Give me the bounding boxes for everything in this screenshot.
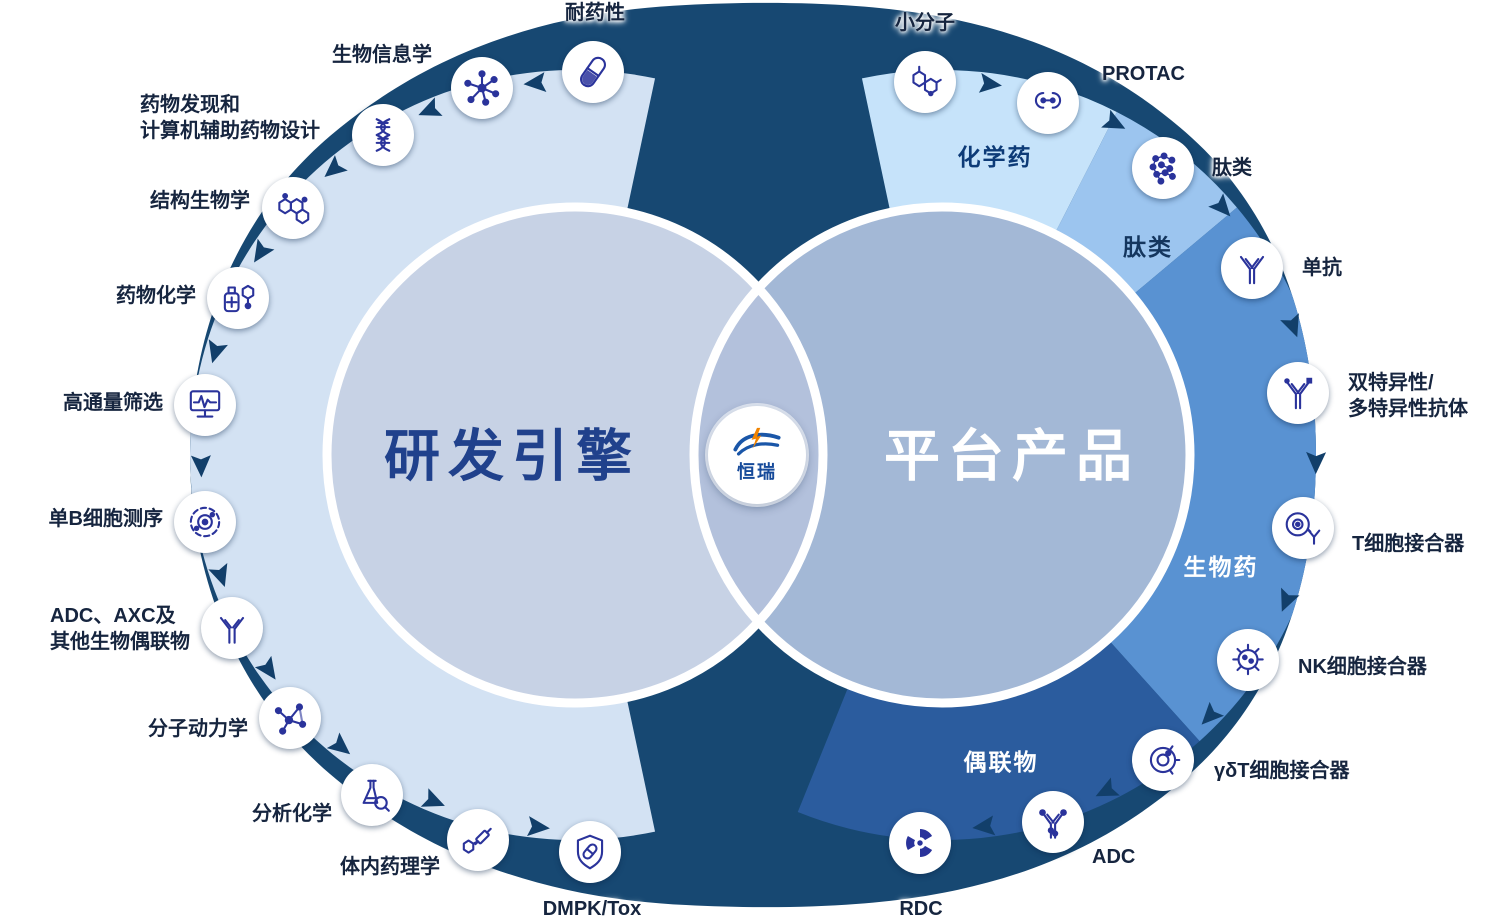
pill-icon	[562, 41, 624, 103]
sector-peptides	[1056, 111, 1237, 294]
flow-arrow-icon	[418, 97, 443, 116]
rd-node-label-6: 单B细胞测序	[48, 508, 163, 530]
platform-ring	[689, 202, 1195, 708]
structure-icon	[262, 177, 324, 239]
rd-node-label-9: 分析化学	[252, 803, 332, 825]
flow-arrow-icon	[208, 563, 228, 588]
flow-arrow-icon	[254, 655, 276, 680]
flow-arrow-icon	[1280, 313, 1299, 338]
rd-node-label-0: 耐药性	[565, 2, 625, 24]
rd-node-label-1: 生物信息学	[332, 44, 432, 66]
platform-node-label-9: RDC	[899, 898, 943, 920]
medchem-icon	[207, 267, 269, 329]
platform-node-label-6: NK细胞接合器	[1298, 656, 1427, 678]
flask-magnifier-icon	[341, 764, 403, 826]
rd-node-label-3: 结构生物学	[150, 190, 250, 212]
t-cell-icon	[1272, 497, 1334, 559]
platform-node-label-5: T细胞接合器	[1352, 533, 1465, 555]
flow-arrow-icon	[326, 732, 351, 755]
hengrui-logo-text: 恒瑞	[737, 461, 777, 482]
nk-cell-icon	[1217, 629, 1279, 691]
flow-arrow-icon	[1095, 777, 1120, 797]
dna-icon	[352, 104, 414, 166]
rd-node-label-2: 药物发现和 计算机辅助药物设计	[140, 94, 320, 142]
peptide-icon	[1132, 137, 1194, 199]
sector-conjugates	[797, 642, 1200, 841]
platform-node-label-0: 小分子	[895, 12, 955, 34]
lightning-icon	[751, 427, 762, 448]
platform-node-label-1: PROTAC	[1102, 63, 1185, 85]
rd-arc-band	[190, 70, 656, 840]
flow-arrow-icon	[1101, 109, 1126, 129]
sector-label-chemical-drugs: 化学药	[957, 144, 1033, 170]
flow-arrow-icon	[978, 72, 1002, 93]
syringe-icon	[447, 809, 509, 871]
network-icon	[451, 57, 513, 119]
small-molecule-icon	[894, 51, 956, 113]
screening-icon	[174, 374, 236, 436]
flow-arrows	[190, 72, 1327, 837]
flow-arrow-icon	[1201, 701, 1225, 725]
rd-engine-title: 研发引擎	[384, 424, 640, 488]
sector-label-conjugates: 偶联物	[963, 749, 1039, 775]
sector-label-biologics: 生物药	[1183, 554, 1259, 580]
rdc-icon	[889, 812, 951, 874]
flow-arrow-icon	[420, 788, 445, 807]
rd-node-label-8: 分子动力学	[148, 718, 248, 740]
flow-arrow-icon	[254, 238, 275, 263]
platform-node-label-8: ADC	[1092, 846, 1136, 868]
flow-arrow-icon	[972, 815, 996, 836]
hengrui-logo-mark	[733, 427, 781, 456]
flow-arrow-icon	[190, 455, 211, 478]
molecule-icon	[259, 687, 321, 749]
flow-arrow-icon	[208, 339, 228, 364]
flow-arrow-icon	[526, 816, 550, 837]
rd-node-label-11: DMPK/Tox	[542, 898, 642, 920]
antibody-icon	[201, 597, 263, 659]
mab-icon	[1221, 237, 1283, 299]
rd-node-label-5: 高通量筛选	[63, 392, 163, 414]
platform-title: 平台产品	[884, 424, 1140, 488]
adc-icon	[1022, 791, 1084, 853]
platform-circle	[694, 207, 1190, 703]
flow-arrow-icon	[523, 72, 547, 93]
flow-arrow-icon	[1306, 451, 1327, 475]
rd-node-label-7: ADC、AXC及 其他生物偶联物	[50, 605, 190, 653]
hengrui-logo: 恒瑞	[708, 406, 806, 504]
platform-node-label-4: 双特异性/ 多特异性抗体	[1348, 372, 1468, 420]
platform-node-label-7: γδT细胞接合器	[1214, 760, 1350, 782]
flow-arrow-icon	[1208, 193, 1231, 217]
rd-node-label-10: 体内药理学	[340, 856, 440, 878]
shield-icon	[559, 821, 621, 883]
gdt-cell-icon	[1132, 729, 1194, 791]
bispecific-icon	[1267, 362, 1329, 424]
flow-arrow-icon	[1281, 587, 1300, 612]
rd-engine-ring	[322, 202, 828, 708]
flow-arrow-icon	[324, 155, 348, 177]
cell-icon	[174, 491, 236, 553]
platform-node-label-2: 肽类	[1212, 157, 1252, 179]
rd-node-label-4: 药物化学	[116, 285, 196, 307]
rd-engine-circle	[327, 207, 823, 703]
sector-biologics	[1110, 207, 1316, 742]
sector-label-peptides: 肽类	[1123, 234, 1173, 260]
platform-node-label-3: 单抗	[1302, 257, 1342, 279]
protac-icon	[1017, 72, 1079, 134]
